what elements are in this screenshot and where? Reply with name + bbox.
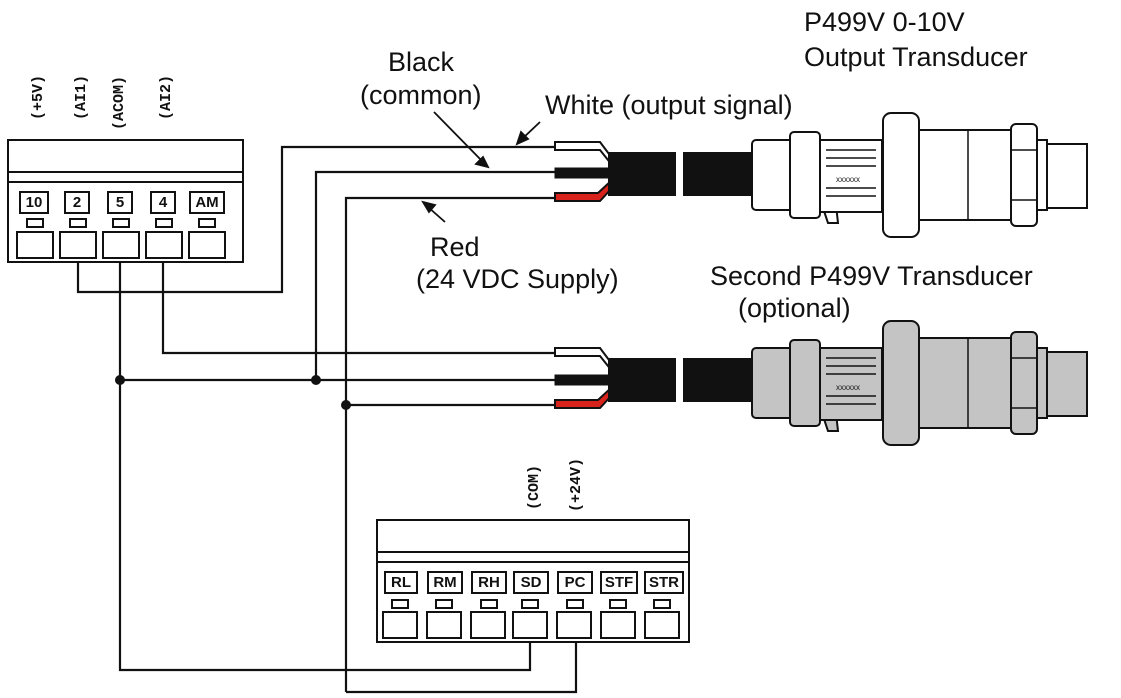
terminal-5[interactable]: 5 bbox=[107, 191, 133, 214]
wires bbox=[76, 145, 578, 694]
terminal-2[interactable]: 2 bbox=[64, 191, 90, 214]
transducer-body bbox=[751, 112, 1088, 238]
black-wire-note: (common) bbox=[360, 80, 482, 110]
terminal-pc[interactable]: PC bbox=[557, 571, 593, 594]
junction-dot bbox=[311, 375, 321, 385]
arrow-black bbox=[433, 111, 485, 164]
black-wire-label: Black bbox=[388, 47, 455, 77]
terminal-am[interactable]: AM bbox=[189, 191, 225, 214]
terminal-rm[interactable]: RM bbox=[427, 571, 463, 594]
function-label: (ACOM) bbox=[111, 75, 128, 130]
red-wire-label: Red bbox=[430, 232, 480, 262]
transducer2-title: Second P499V Transducer bbox=[710, 261, 1033, 291]
terminal-rl[interactable]: RL bbox=[384, 571, 418, 594]
terminal-sd[interactable]: SD bbox=[513, 571, 549, 594]
transducer1-subtitle: Output Transducer bbox=[804, 42, 1028, 72]
cable-lower bbox=[554, 347, 755, 409]
wire-white-upper bbox=[76, 145, 555, 294]
wire-black-upper bbox=[314, 170, 555, 380]
cable-upper bbox=[554, 141, 755, 202]
junction-dots bbox=[115, 375, 351, 410]
function-label: (AI1) bbox=[73, 74, 90, 120]
transducer1-marking: xxxxxx bbox=[836, 175, 860, 184]
transducer2-subtitle: (optional) bbox=[738, 293, 851, 323]
terminal-stf[interactable]: STF bbox=[600, 571, 638, 594]
red-wire-note: (24 VDC Supply) bbox=[416, 264, 619, 294]
function-label: (+24V) bbox=[568, 457, 585, 512]
terminal-4[interactable]: 4 bbox=[150, 191, 176, 214]
terminal-rh[interactable]: RH bbox=[471, 571, 507, 594]
transducer-upper bbox=[751, 112, 1088, 238]
wire-black-lower bbox=[118, 262, 532, 672]
function-label: (AI2) bbox=[158, 74, 175, 120]
transducer1-title: P499V 0-10V bbox=[804, 7, 965, 37]
arrows bbox=[421, 111, 541, 223]
terminal-str[interactable]: STR bbox=[644, 571, 684, 594]
wire-red-upper bbox=[344, 196, 555, 692]
terminal-10[interactable]: 10 bbox=[19, 191, 49, 214]
transducer-body bbox=[751, 320, 1088, 446]
wire-white-lower bbox=[161, 262, 555, 355]
transducer-lower bbox=[751, 320, 1088, 446]
transducer2-marking: xxxxxx bbox=[836, 383, 860, 392]
wire-24v bbox=[346, 642, 578, 694]
function-label: (+5V) bbox=[30, 74, 47, 120]
white-wire-label: White (output signal) bbox=[545, 90, 793, 120]
junction-dot bbox=[115, 375, 125, 385]
junction-dot bbox=[341, 400, 351, 410]
function-label: (COM) bbox=[526, 464, 543, 510]
